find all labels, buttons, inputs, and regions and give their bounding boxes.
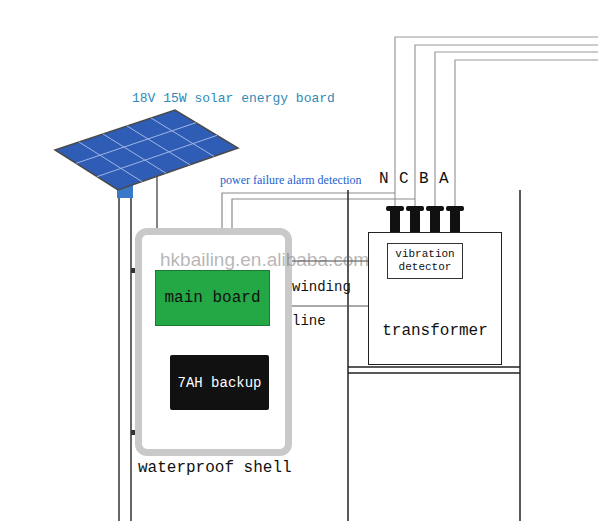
phase-wire (415, 45, 598, 210)
main-board: main board (155, 270, 270, 326)
edge-label: winding line (292, 270, 356, 338)
backup-battery: 7AH backup (170, 355, 269, 410)
node-label: vibration detector (391, 248, 459, 274)
panel-cell-line (79, 142, 142, 182)
phase-wire (455, 60, 598, 210)
phase-label: N (379, 170, 389, 188)
node-label: main board (164, 289, 260, 307)
node-label: 7AH backup (177, 375, 261, 391)
panel-cell-line (127, 126, 190, 165)
panel-face (55, 110, 238, 190)
panel-cell-line (151, 118, 214, 156)
solar-panel (55, 110, 238, 190)
terminal-cap (446, 206, 464, 211)
phase-wire (435, 52, 598, 210)
vibration-detector: vibration detector (387, 243, 463, 279)
watermark: hkbailing.en.alibaba.com (160, 249, 369, 271)
transformer-terminals (386, 206, 464, 232)
pole (117, 182, 137, 521)
pole-edge (130, 195, 132, 521)
supply-wires (395, 37, 598, 210)
phase-wire (395, 37, 598, 210)
transformer-box: transformer vibration detector (368, 232, 502, 365)
terminal-cap (386, 206, 404, 211)
frame-post (347, 190, 349, 521)
panel-rating-label: 18V 15W solar energy board (132, 91, 335, 106)
frame-beam (348, 366, 520, 368)
detection-label: power failure alarm detection (220, 173, 362, 188)
pole-edge (118, 195, 120, 521)
node-label: transformer (382, 322, 488, 340)
phase-label: B (419, 170, 429, 188)
transformer-frame (348, 190, 520, 521)
terminal-cap (426, 206, 444, 211)
frame-post (519, 190, 521, 521)
panel-cell-line (97, 135, 217, 176)
panel-cell-line (103, 134, 166, 173)
frame-beam (348, 372, 520, 374)
terminal-cap (406, 206, 424, 211)
node-label: waterproof shell (138, 459, 292, 477)
panel-cell-line (76, 123, 196, 164)
phase-label: C (399, 170, 409, 188)
phase-label: A (439, 170, 449, 188)
